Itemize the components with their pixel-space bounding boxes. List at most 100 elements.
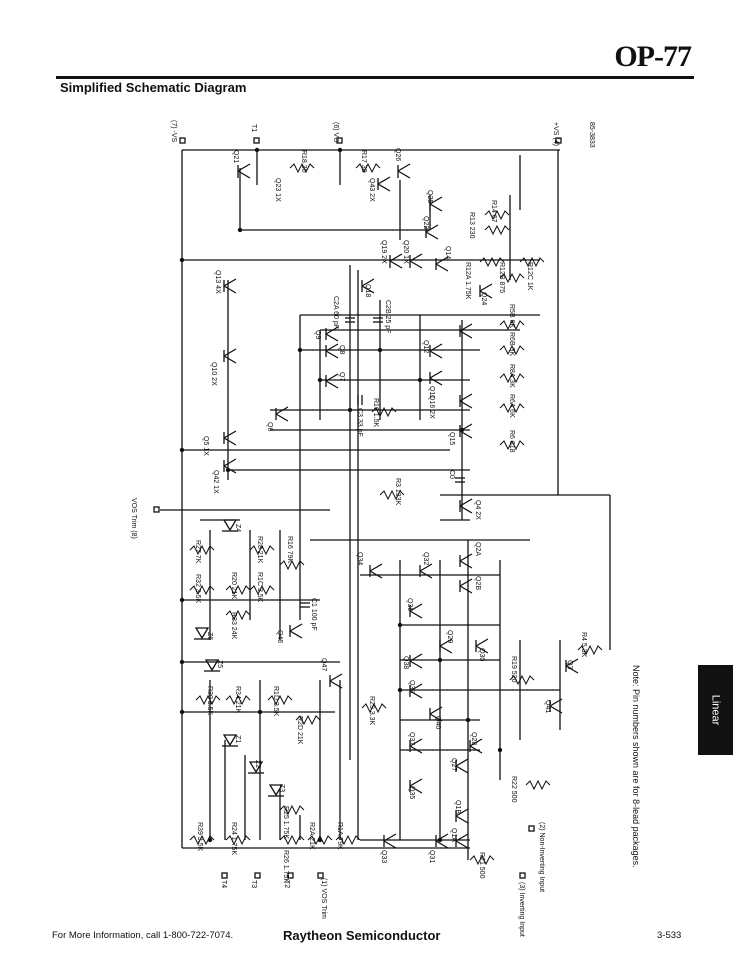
transistor-label: Q38	[402, 656, 409, 669]
resistor-label: R19 520	[510, 656, 517, 683]
transistor-label: Q1A	[450, 828, 457, 842]
transistor-label: Q29	[446, 630, 453, 643]
resistor-label: R33 24K	[230, 612, 237, 640]
transistor-label: Q7	[338, 372, 345, 381]
pin-label: (6) VO	[332, 122, 339, 143]
transistor-label: Q15	[448, 432, 455, 445]
resistor-label: R21 500	[478, 852, 485, 879]
zener-label: Z6	[206, 632, 213, 640]
resistor-label: R16 79K	[286, 536, 293, 564]
pin-label: (2) Non-Inverting Input	[538, 822, 545, 892]
transistor-label: Q16 2X	[428, 395, 435, 419]
transistor-label: Q6	[266, 422, 273, 431]
transistor-label: Q20 1X	[402, 240, 409, 264]
transistor-label: Q5 1X	[202, 436, 209, 456]
drawing-id: 85-3833	[588, 122, 595, 148]
resistor-label: R1D 3.5K	[272, 686, 279, 717]
resistor-label: R27 7K	[194, 540, 201, 564]
transistor-label: Q28	[470, 732, 477, 745]
resistor-label: R34 21K	[234, 686, 241, 714]
resistor-label: R8A 3K	[508, 364, 515, 388]
pin-note: Note: Pin numbers shown are for 8-lead p…	[631, 665, 641, 868]
resistor-label: R5B 6K	[508, 304, 515, 328]
resistor-label: R1A 79K	[336, 822, 343, 850]
zener-label: Z3	[278, 784, 285, 792]
transistor-label: Q13 4X	[214, 270, 221, 294]
transistor-label: Q32	[422, 552, 429, 565]
section-tab: Linear	[698, 665, 733, 755]
transistor-label: Q12	[422, 340, 429, 353]
zener-label: Z4	[234, 524, 241, 532]
resistor-label: R25 1.75K	[282, 806, 289, 839]
transistor-label: Q10 2X	[210, 362, 217, 386]
resistor-label: R1C 3.5K	[256, 572, 263, 603]
transistor-label: Q35	[408, 786, 415, 799]
resistor-label: R30 3.5K	[206, 686, 213, 716]
transistor-label: Q36	[406, 598, 413, 611]
capacitor-label: C2B 25 pF	[384, 300, 391, 333]
zener-label: Z1	[234, 735, 241, 743]
resistor-label: R6A 6K	[508, 394, 515, 418]
resistor-label: R2D 21K	[296, 716, 303, 745]
resistor-label: R26 1.75K	[282, 850, 289, 883]
capacitor-label: C3 33 pF	[356, 408, 363, 437]
transistor-label: Q9	[314, 330, 321, 339]
capacitor-label: C1 100 pF	[310, 598, 317, 631]
pin-label: T4	[220, 880, 227, 888]
resistor-label: R39 3.5K	[196, 822, 203, 852]
pin-label: (1) VOS Trim	[320, 878, 327, 919]
transistor-label: Q21	[232, 150, 239, 163]
pin-label: +VS (4)	[552, 122, 559, 146]
transistor-label: Q47	[320, 658, 327, 671]
transistor-label: Q2B	[474, 576, 481, 590]
transistor-label: Q34	[356, 552, 363, 565]
header-rule	[56, 76, 694, 79]
resistor-label: R18 30	[300, 150, 307, 173]
resistor-label: R6B 3K	[508, 332, 515, 356]
transistor-label: Q8	[338, 345, 345, 354]
transistor-label: Q46	[276, 630, 283, 643]
transistor-label: Q2A	[474, 542, 481, 556]
transistor-label: Q43 2X	[368, 178, 375, 202]
transistor-label: Q24	[480, 292, 487, 305]
resistor-label: R13 230	[468, 212, 475, 239]
capacitor-label: C0	[448, 470, 455, 479]
footer-info: For More Information, call 1-800-722-707…	[52, 930, 234, 941]
transistor-label: Q42 1X	[212, 470, 219, 494]
transistor-label: Q33	[380, 850, 387, 863]
transistor-label: Q39	[408, 680, 415, 693]
transistor-label: Q37	[408, 732, 415, 745]
page-number: 3-533	[657, 930, 682, 941]
pin-label: T3	[250, 880, 257, 888]
part-number: OP-77	[614, 40, 692, 73]
transistor-label: Q27	[450, 758, 457, 771]
footer-company: Raytheon Semiconductor	[283, 928, 441, 943]
pin-label: VOS Trim (8)	[130, 498, 137, 539]
zener-label: Z5	[216, 660, 223, 668]
resistor-label: R12C 1K	[526, 262, 533, 291]
resistor-label: R32 3.5K	[194, 574, 201, 604]
resistor-label: R16 1.5K	[372, 398, 379, 428]
pin-label: (7) -VS	[170, 120, 177, 143]
transistor-label: Q31	[428, 850, 435, 863]
resistor-label: R12A 1.75K	[464, 262, 471, 300]
resistor-label: R2A 21K	[308, 822, 315, 850]
transistor-label: Q25	[426, 190, 433, 203]
resistor-label: R12B 875	[498, 262, 505, 293]
transistor-label: Q40	[434, 716, 441, 729]
resistor-label: R3 133K	[394, 478, 401, 506]
resistor-label: R29 3.3K	[368, 696, 375, 726]
pin-label: T1	[250, 124, 257, 132]
resistor-label: R20 21K	[230, 572, 237, 600]
transistor-label: Q11	[428, 386, 435, 399]
transistor-label: Q1B	[454, 800, 461, 814]
diagram-title: Simplified Schematic Diagram	[60, 80, 247, 95]
pin-label: (3) Inverting Input	[518, 882, 525, 937]
resistor-label: R4 5.3K	[580, 632, 587, 658]
transistor-label: Q3	[566, 660, 573, 669]
pin-label: T2	[283, 880, 290, 888]
resistor-label: R6 818	[508, 430, 515, 453]
transistor-label: Q23 1X	[274, 178, 281, 202]
zener-label: Z2	[254, 760, 261, 768]
